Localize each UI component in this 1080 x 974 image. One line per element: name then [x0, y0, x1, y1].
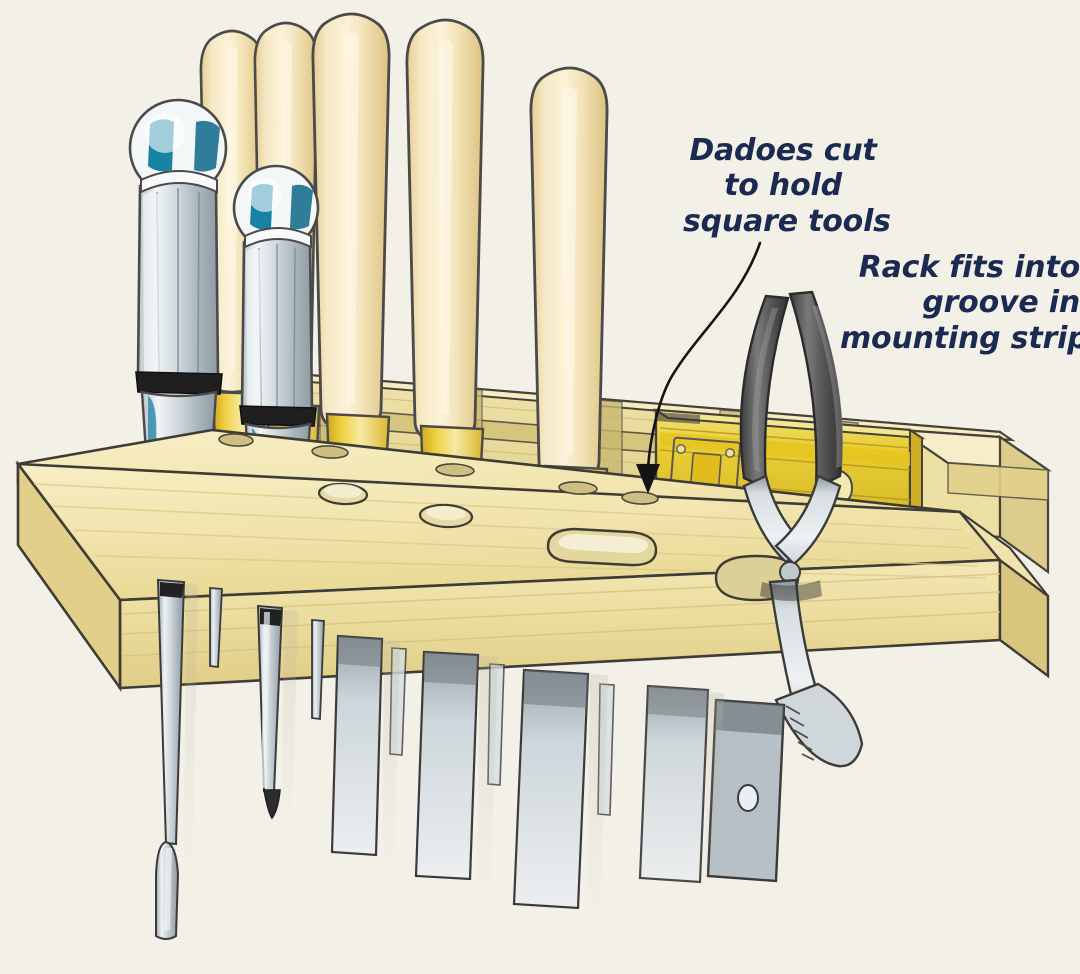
chisel-handle-4 — [405, 18, 485, 485]
plate-hole — [737, 784, 759, 812]
callout-rack-text: Rack fits into groove in mounting strip — [840, 250, 1080, 356]
blade-rod-1 — [209, 587, 223, 669]
chisel-blade-2 — [414, 650, 480, 881]
leader-arrowhead — [636, 464, 660, 494]
chisel-blade-3 — [512, 668, 590, 910]
pliers — [739, 290, 864, 768]
screwdriver-blade-flat — [155, 578, 186, 940]
chisel-blade-1 — [330, 634, 384, 857]
teal-panel — [194, 120, 220, 172]
board-holes — [317, 482, 800, 602]
callout-dadoes-text: Dadoes cut to hold square tools — [683, 133, 891, 239]
phillips-tip — [263, 789, 281, 820]
teal-panel — [290, 184, 313, 230]
screwdriver-blade-phillips — [256, 604, 284, 820]
dadoes-leader-line — [636, 241, 762, 494]
mounting-strip-right-end — [896, 428, 1052, 575]
combination-square-blade — [638, 684, 786, 884]
screwdriver-handle-large — [128, 98, 228, 473]
dado-openings — [218, 433, 659, 505]
pliers-jaw — [774, 682, 864, 768]
blade-rod-2 — [311, 619, 325, 721]
hanging-blades — [155, 578, 786, 940]
chisel-handle-3 — [311, 12, 391, 473]
chisel-handle-5 — [529, 66, 609, 523]
blade-shadows — [184, 584, 724, 925]
